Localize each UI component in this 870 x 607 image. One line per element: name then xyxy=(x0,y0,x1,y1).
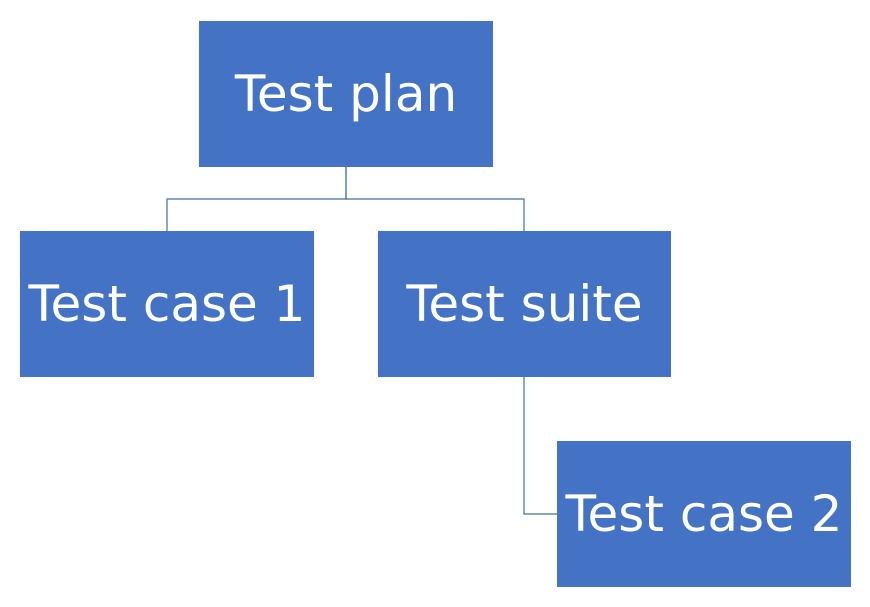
node-test-plan-label: Test plan xyxy=(234,65,458,123)
node-test-case-1: Test case 1 xyxy=(20,231,314,377)
connector-test-suite-to-test-case-2 xyxy=(523,377,557,515)
node-test-case-1-label: Test case 1 xyxy=(28,275,306,333)
node-test-plan: Test plan xyxy=(199,21,493,167)
node-test-suite-label: Test suite xyxy=(406,275,643,333)
node-test-suite: Test suite xyxy=(378,231,671,377)
connector-root-to-test-case-1 xyxy=(166,167,347,231)
node-test-case-2: Test case 2 xyxy=(557,441,851,587)
connector-root-to-test-suite xyxy=(345,167,525,231)
node-test-case-2-label: Test case 2 xyxy=(565,485,843,543)
